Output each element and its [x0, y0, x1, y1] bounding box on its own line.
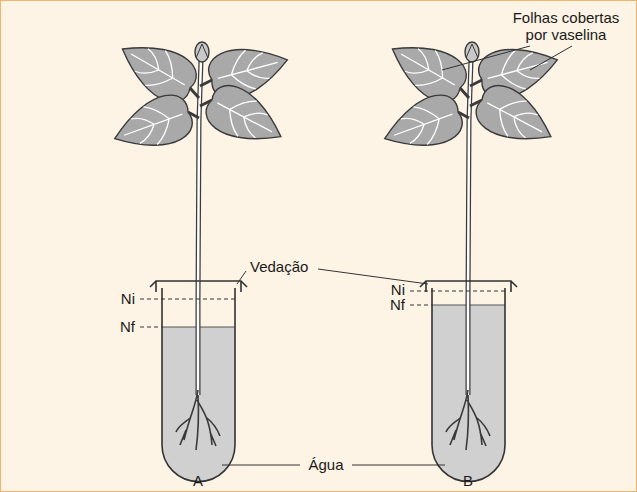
label: A: [193, 472, 203, 489]
label: Folhas cobertas por vaselina: [507, 9, 625, 44]
seal: [420, 281, 517, 292]
label: Nf: [390, 296, 405, 313]
label: Ni: [121, 290, 135, 307]
label: Água: [308, 456, 343, 473]
test-tube: [432, 288, 505, 482]
label: B: [463, 472, 473, 489]
seal: [150, 281, 247, 292]
leader-line: [222, 46, 572, 465]
test-tube: [162, 288, 235, 482]
label: Nf: [120, 318, 135, 335]
label: Ni: [391, 281, 405, 298]
label: Vedação: [250, 258, 308, 275]
